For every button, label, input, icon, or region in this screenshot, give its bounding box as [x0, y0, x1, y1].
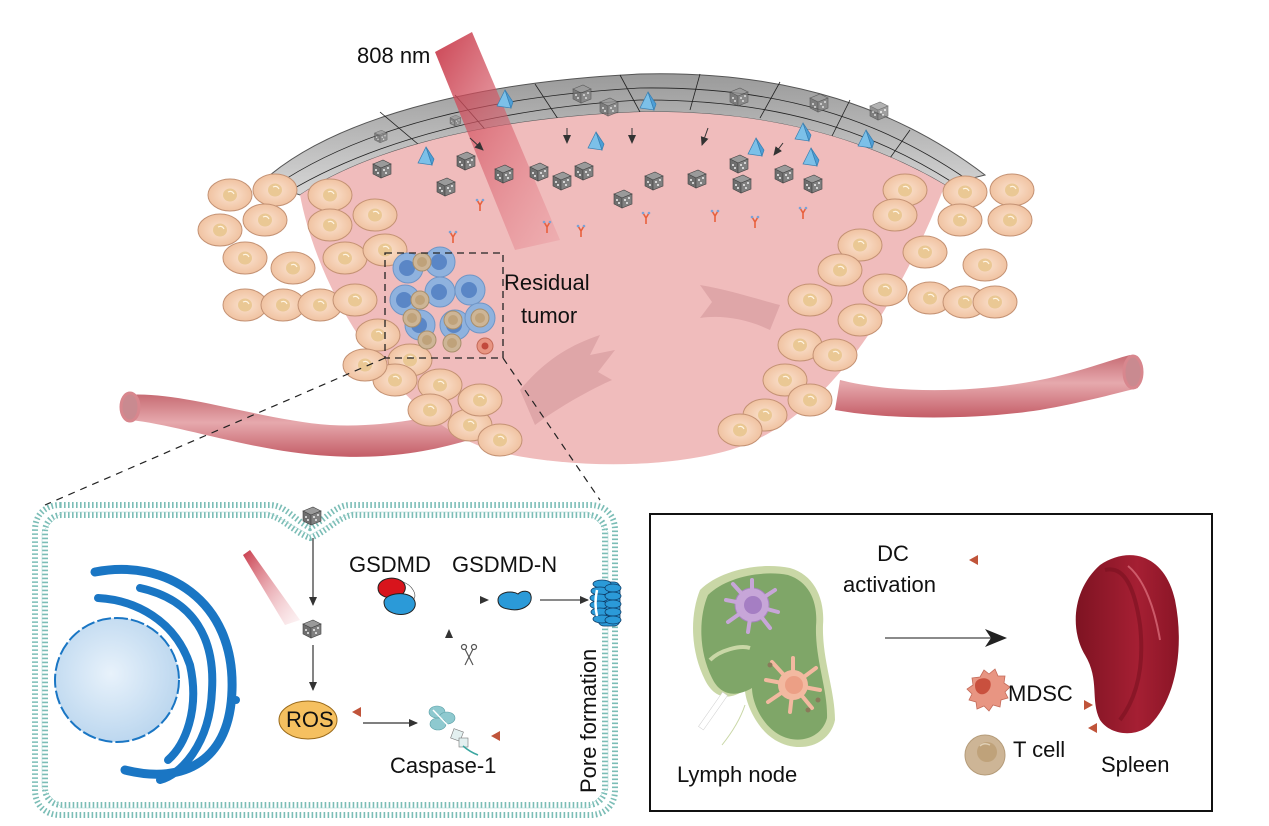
ros-bubble — [278, 700, 338, 740]
gsdmd-n-label: GSDMD-N — [452, 552, 558, 577]
cell-membrane — [32, 502, 618, 818]
gsdmd-pore — [589, 579, 622, 627]
zoom-region-box — [384, 252, 504, 359]
residual-label-line1: Residual — [504, 270, 590, 295]
immune-panel-border — [649, 513, 1213, 812]
laser-beam — [435, 32, 560, 250]
release-arrows — [469, 127, 784, 156]
t-cell — [964, 734, 1006, 776]
endoplasmic-reticulum — [90, 564, 240, 784]
pore-formation-label: Pore formation — [576, 648, 601, 793]
residual-label-line2: tumor — [521, 303, 578, 328]
spleen — [1075, 555, 1179, 734]
wound-scene — [44, 32, 1144, 506]
blood-vessel-right — [835, 354, 1144, 418]
mdsc-label: MDSC — [1008, 681, 1073, 706]
mdsc-cell — [966, 668, 1011, 712]
laser-beam-small — [243, 550, 300, 625]
gsdmd-label: GSDMD — [349, 552, 431, 577]
caspase-1-label: Caspase-1 — [390, 753, 497, 778]
dendritic-cell-immature — [724, 578, 780, 634]
nanocube-internalized — [302, 619, 322, 639]
spleen-label: Spleen — [1101, 752, 1170, 777]
gsdmd-protein — [377, 577, 416, 616]
blood-vessel-left — [119, 391, 485, 457]
nucleus — [54, 617, 180, 743]
zoom-line-left — [44, 357, 386, 506]
scissors-icon — [460, 643, 478, 666]
tumor-cell-panel — [32, 502, 622, 818]
lymph-node-label: Lymph node — [677, 762, 798, 787]
immune-panel — [649, 513, 1213, 812]
dc-label-line1: DC — [877, 541, 909, 566]
laser-wavelength-label: 808 nm — [357, 43, 431, 68]
t-cell-label: T cell — [1013, 737, 1066, 762]
caspase-1-protein — [428, 705, 479, 756]
dendritic-cell-mature — [764, 656, 822, 714]
dc-label-line2: activation — [843, 572, 936, 597]
nanocube-uptake — [302, 506, 322, 526]
residual-tumor-cluster — [389, 246, 496, 355]
ros-label: ROS — [286, 707, 334, 732]
gsdmd-n-protein — [497, 590, 532, 611]
zoom-line-right — [502, 357, 601, 501]
